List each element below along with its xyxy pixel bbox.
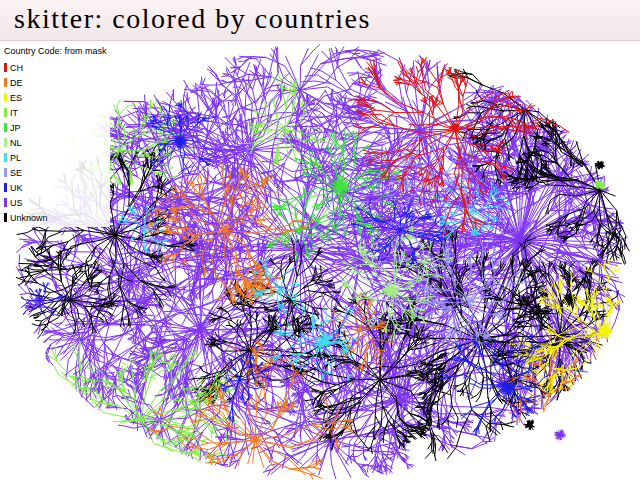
legend-text: IT [10,108,18,118]
legend-swatch [4,213,7,222]
topology-links [265,129,405,261]
topology-links [348,57,569,236]
legend-row: Unknown [4,210,107,225]
legend-row: SE [4,165,107,180]
legend-swatch [4,78,7,87]
legend-text: ES [10,93,22,103]
legend-row: JP [4,120,107,135]
legend-text: JP [10,123,21,133]
legend-row: ES [4,90,107,105]
legend-text: CH [10,63,23,73]
legend-row: UK [4,180,107,195]
legend-swatch [4,183,7,192]
legend-swatch [4,108,7,117]
legend-row: CH [4,60,107,75]
legend-swatch [4,63,7,72]
legend-swatch [4,93,7,102]
legend-text: NL [10,138,22,148]
legend-text: Unknown [10,213,48,223]
topology-links [379,135,529,353]
legend-heading: Country Code: from mask [4,45,107,57]
legend-swatch [4,138,7,147]
legend-swatch [4,153,7,162]
legend-row: US [4,195,107,210]
legend-text: DE [10,78,23,88]
legend-swatch [4,123,7,132]
legend-swatch [4,198,7,207]
legend-text: US [10,198,23,208]
legend-text: PL [10,153,21,163]
legend-text: UK [10,183,23,193]
legend-swatch [4,168,7,177]
legend-row: IT [4,105,107,120]
legend-row: NL [4,135,107,150]
legend-row: PL [4,150,107,165]
page-title: skitter: colored by countries [14,3,371,35]
legend-panel: Country Code: from maskCH DE ES IT JP NL PL SE U… [2,44,110,227]
legend-text: SE [10,168,22,178]
legend-row: DE [4,75,107,90]
